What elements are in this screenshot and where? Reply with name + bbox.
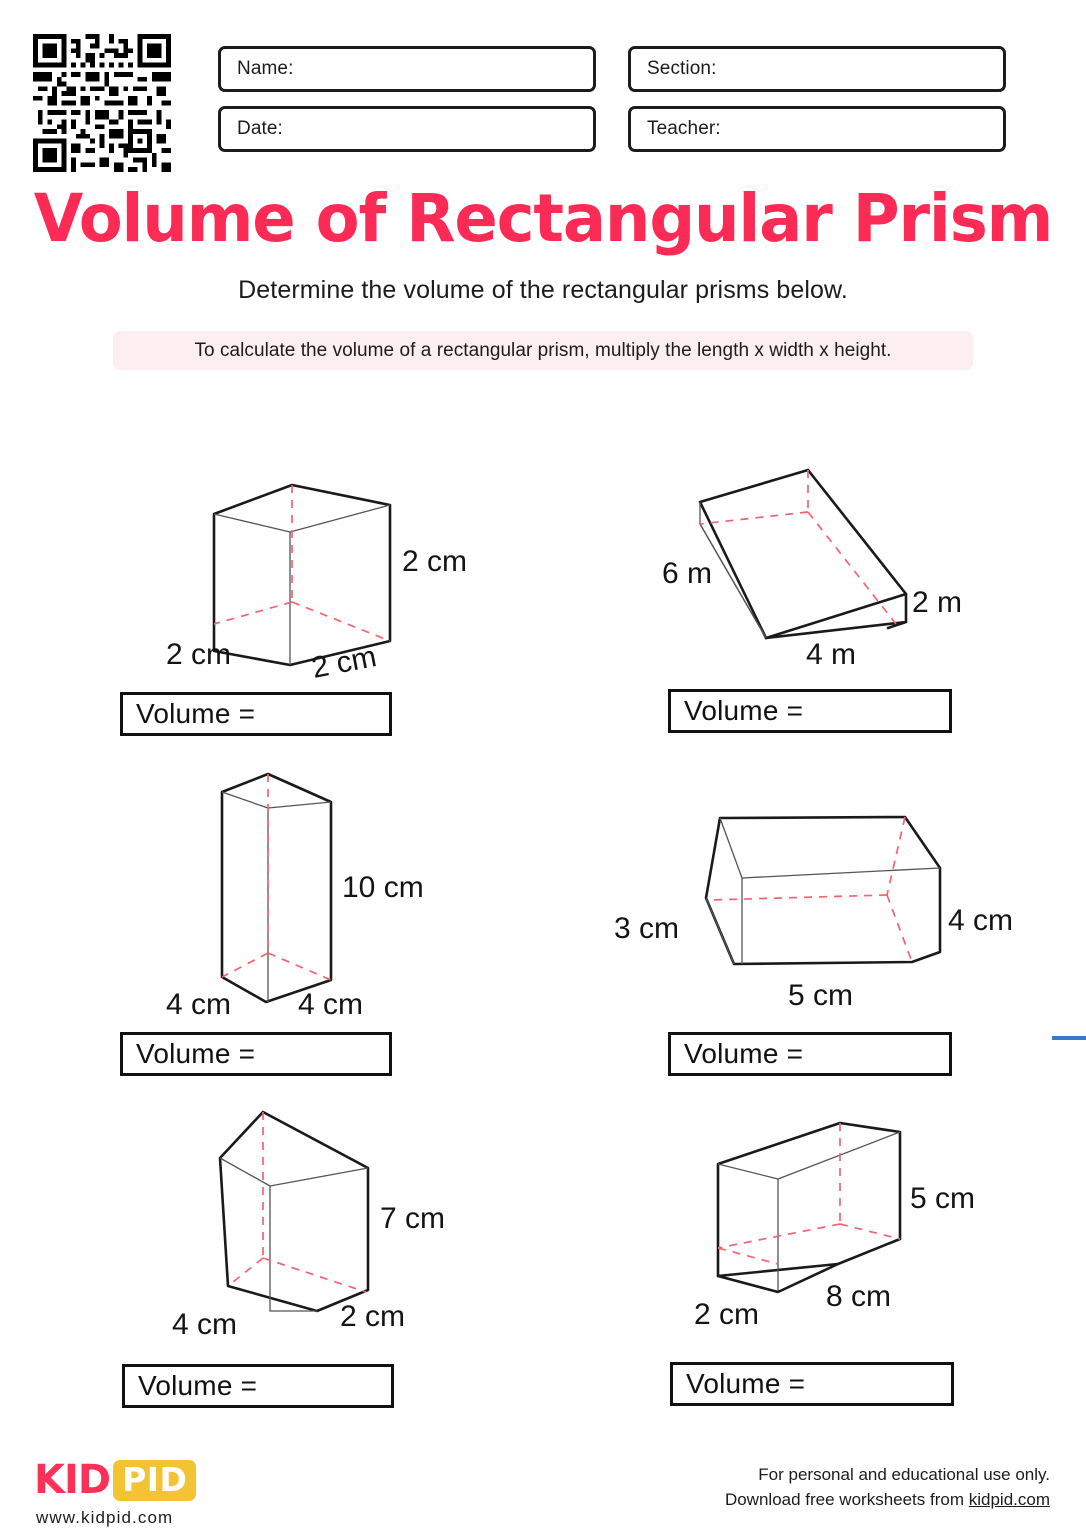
logo-pid-text: PID xyxy=(122,1459,188,1499)
blue-rule-mark xyxy=(1052,1036,1086,1040)
prism-2-left-label: 6 m xyxy=(662,557,712,590)
answer-label-3: Volume = xyxy=(136,1038,256,1069)
prism-figure-4: 3 cm 4 cm 5 cm xyxy=(614,815,1013,1012)
prism-4-left-label: 3 cm xyxy=(614,912,679,945)
prism-figure-1: 2 cm 2 cm 2 cm xyxy=(166,483,467,685)
prism-6-bottom-label: 8 cm xyxy=(826,1280,891,1313)
teacher-field[interactable]: Teacher: xyxy=(628,106,1006,152)
prism-3-height-label: 10 cm xyxy=(342,871,424,904)
footer-note-line2: Download free worksheets from kidpid.com xyxy=(725,1487,1050,1512)
prism-figure-3: 10 cm 4 cm 4 cm xyxy=(166,772,424,1021)
prism-1-left-label: 2 cm xyxy=(166,638,231,671)
prism-4-bottom-label: 5 cm xyxy=(788,979,853,1012)
problem-4: 3 cm 4 cm 5 cm Volume = xyxy=(600,790,1020,1090)
answer-box-2[interactable]: Volume = xyxy=(668,689,952,733)
footer-note-line1: For personal and educational use only. xyxy=(758,1465,1050,1484)
prism-figure-6: 5 cm 2 cm 8 cm xyxy=(694,1121,975,1331)
problem-3: 10 cm 4 cm 4 cm Volume = xyxy=(118,760,518,1090)
footer-kidpid-link[interactable]: kidpid.com xyxy=(968,1490,1050,1509)
prism-5-bottom-label: 2 cm xyxy=(340,1300,405,1333)
prism-2-bottom-label: 4 m xyxy=(806,638,856,671)
instruction-text: To calculate the volume of a rectangular… xyxy=(194,339,892,361)
problem-6: 5 cm 2 cm 8 cm Volume = xyxy=(660,1096,1060,1426)
answer-box-6[interactable]: Volume = xyxy=(670,1362,954,1406)
prism-1-height-label: 2 cm xyxy=(402,545,467,578)
prism-2-right-label: 2 m xyxy=(912,586,962,619)
page-subtitle: Determine the volume of the rectangular … xyxy=(238,276,848,304)
section-field-label: Section: xyxy=(647,58,717,79)
footer-note: For personal and educational use only. D… xyxy=(725,1462,1050,1512)
name-field[interactable]: Name: xyxy=(218,46,596,92)
page-title: Volume of Rectangular Prism xyxy=(33,180,1054,257)
answer-label-6: Volume = xyxy=(686,1368,806,1399)
answer-label-1: Volume = xyxy=(136,698,256,729)
logo-kid-text: KID xyxy=(34,1457,111,1503)
logo-url-text: www.kidpid.com xyxy=(36,1508,174,1527)
kidpid-logo[interactable]: KID PID xyxy=(34,1457,197,1503)
prism-3-left-label: 4 cm xyxy=(166,988,231,1021)
answer-label-5: Volume = xyxy=(138,1370,258,1401)
footer-note-line2-prefix: Download free worksheets from xyxy=(724,1490,969,1509)
logo-pid-badge: PID xyxy=(113,1459,197,1501)
instruction-band: To calculate the volume of a rectangular… xyxy=(113,331,973,370)
answer-box-1[interactable]: Volume = xyxy=(120,692,392,736)
problem-2: 6 m 2 m 4 m Volume = xyxy=(640,446,1040,746)
prism-5-left-label: 4 cm xyxy=(172,1308,237,1341)
problem-5: 7 cm 4 cm 2 cm Volume = xyxy=(118,1096,518,1426)
section-field[interactable]: Section: xyxy=(628,46,1006,92)
prism-1-right-label: 2 cm xyxy=(309,640,379,685)
prism-figure-5: 7 cm 4 cm 2 cm xyxy=(172,1110,445,1341)
name-field-label: Name: xyxy=(237,58,294,79)
prism-5-right-label: 7 cm xyxy=(380,1202,445,1235)
answer-box-3[interactable]: Volume = xyxy=(120,1032,392,1076)
prism-3-right-label: 4 cm xyxy=(298,988,363,1021)
prism-figure-2: 6 m 2 m 4 m xyxy=(662,468,962,671)
prism-6-right-label: 5 cm xyxy=(910,1182,975,1215)
qr-code-icon xyxy=(33,34,171,172)
problem-1: 2 cm 2 cm 2 cm Volume = xyxy=(118,446,518,746)
answer-box-5[interactable]: Volume = xyxy=(122,1364,394,1408)
date-field[interactable]: Date: xyxy=(218,106,596,152)
worksheet-header: Name: Date: Section: Teacher: xyxy=(0,0,1086,180)
teacher-field-label: Teacher: xyxy=(647,118,721,139)
answer-box-4[interactable]: Volume = xyxy=(668,1032,952,1076)
date-field-label: Date: xyxy=(237,118,283,139)
worksheet-footer: KID PID www.kidpid.com For personal and … xyxy=(0,1448,1086,1536)
prism-6-left-label: 2 cm xyxy=(694,1298,759,1331)
prism-4-right-label: 4 cm xyxy=(948,904,1013,937)
answer-label-4: Volume = xyxy=(684,1038,804,1069)
answer-label-2: Volume = xyxy=(684,695,804,726)
